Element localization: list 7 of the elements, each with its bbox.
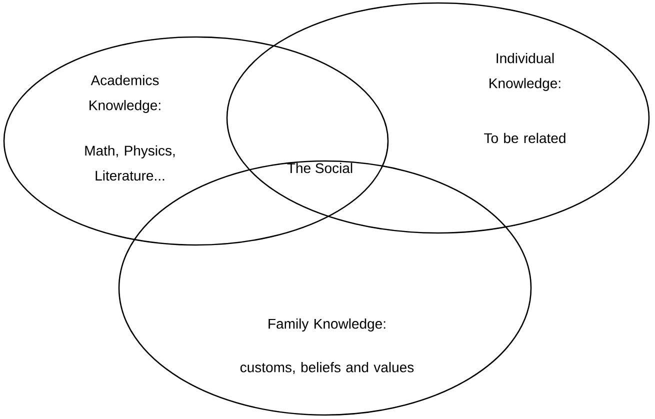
body-text: customs, beliefs and values [240,362,414,374]
region-label: The Social [287,162,352,174]
body-text: Math, Physics, Literature... [85,145,175,181]
body-text: To be related [484,132,566,144]
heading-text: Family Knowledge: [268,318,386,332]
heading-text: Individual Knowledge: [490,52,560,91]
heading-text: Academics Knowledge: [90,74,160,113]
